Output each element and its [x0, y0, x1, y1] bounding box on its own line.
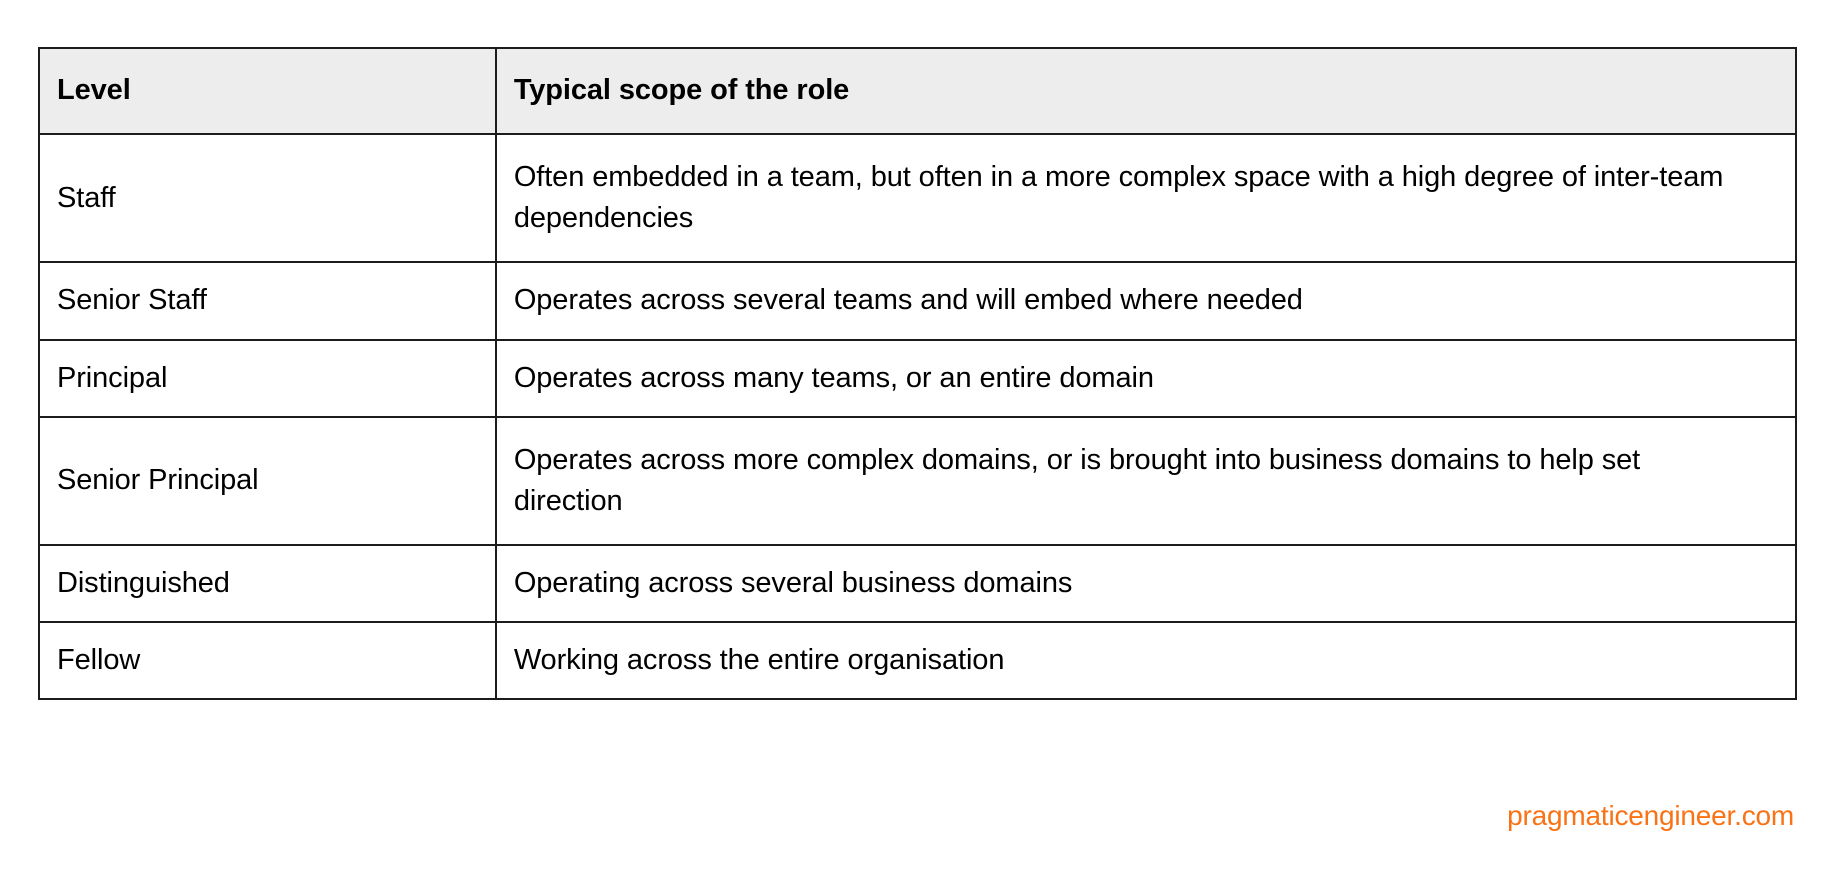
cell-level: Distinguished [38, 544, 497, 624]
levels-table-container: Level Typical scope of the role Staff Of… [38, 47, 1798, 701]
table-row: Senior Staff Operates across several tea… [38, 261, 1798, 341]
source-watermark: pragmaticengineer.com [1507, 800, 1794, 831]
table-row: Senior Principal Operates across more co… [38, 415, 1798, 547]
cell-level: Senior Principal [38, 415, 497, 547]
cell-scope: Operates across several teams and will e… [494, 261, 1798, 341]
cell-scope: Operating across several business domain… [494, 544, 1798, 624]
table-body: Staff Often embedded in a team, but ofte… [38, 132, 1798, 701]
table-row: Distinguished Operating across several b… [38, 544, 1798, 624]
cell-scope: Working across the entire organisation [494, 621, 1798, 701]
table-header-row: Level Typical scope of the role [38, 47, 1798, 135]
cell-level: Fellow [38, 621, 497, 701]
table-row: Principal Operates across many teams, or… [38, 338, 1798, 418]
cell-level: Senior Staff [38, 261, 497, 341]
table-row: Staff Often embedded in a team, but ofte… [38, 132, 1798, 264]
cell-level: Staff [38, 132, 497, 264]
column-header-level: Level [38, 47, 497, 135]
column-header-scope: Typical scope of the role [494, 47, 1798, 135]
table-header: Level Typical scope of the role [38, 47, 1798, 135]
cell-scope: Often embedded in a team, but often in a… [494, 132, 1798, 264]
cell-scope: Operates across many teams, or an entire… [494, 338, 1798, 418]
table-row: Fellow Working across the entire organis… [38, 621, 1798, 701]
levels-table: Level Typical scope of the role Staff Of… [38, 47, 1798, 701]
cell-scope: Operates across more complex domains, or… [494, 415, 1798, 547]
cell-level: Principal [38, 338, 497, 418]
